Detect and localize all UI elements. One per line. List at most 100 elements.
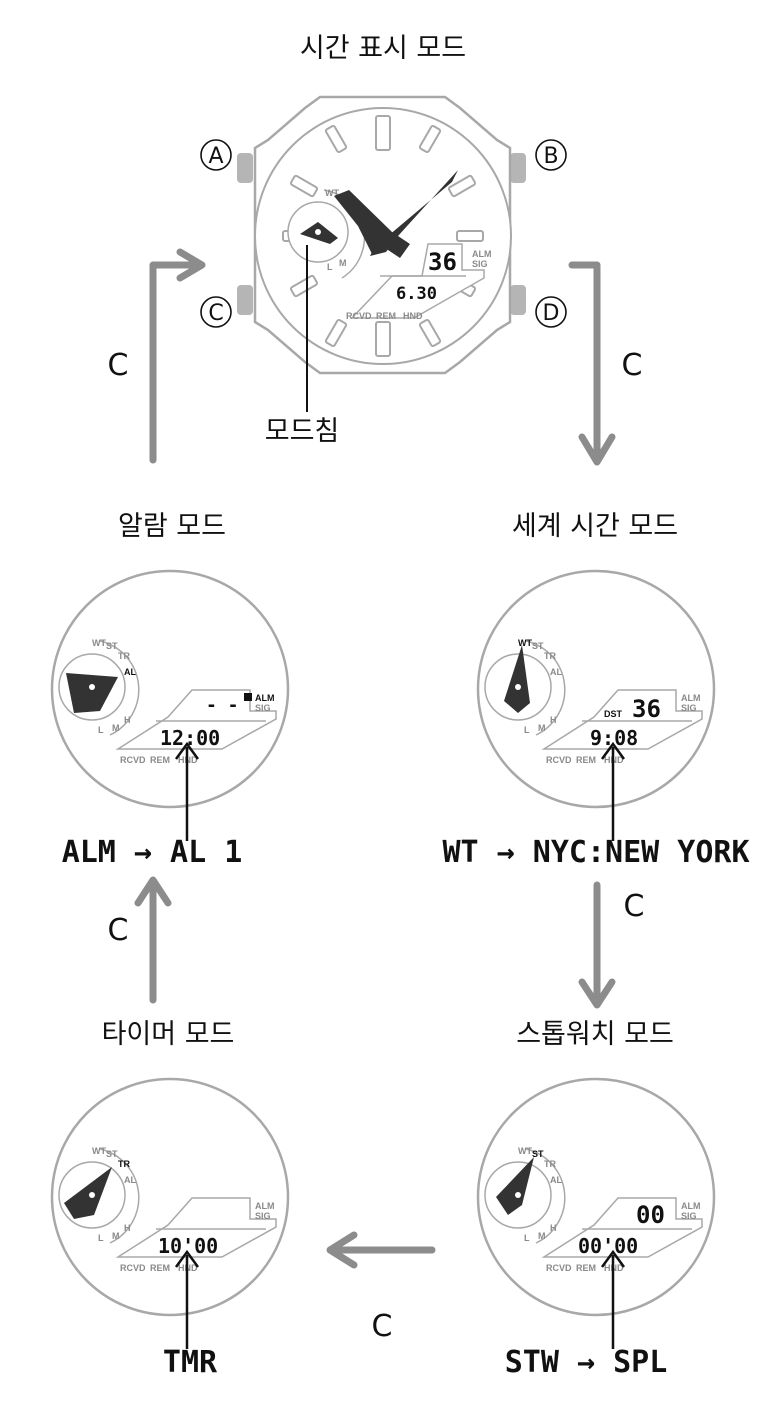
world-lcd-seconds: 36 xyxy=(632,695,661,723)
label-rem: REM xyxy=(376,311,396,321)
world-dial-al: AL xyxy=(550,667,562,677)
world-dial-l: L xyxy=(524,725,530,735)
timer-code: TMR xyxy=(163,1345,218,1380)
world-label-alm: ALM xyxy=(681,693,701,703)
alarm-dial-tr: TR xyxy=(118,651,130,661)
title-timekeeping-mode: 시간 표시 모드 xyxy=(300,33,466,64)
title-stopwatch-mode: 스톱워치 모드 xyxy=(516,1019,674,1050)
stopwatch-dial-st: ST xyxy=(532,1149,544,1159)
label-hnd: HND xyxy=(403,311,423,321)
alarm-indicator xyxy=(244,693,252,701)
c-label-5: C xyxy=(372,1309,393,1344)
stopwatch-label-rcvd: RCVD xyxy=(546,1263,572,1273)
alarm-dial-h: H xyxy=(124,715,131,725)
button-label-b: B xyxy=(543,144,558,169)
world-label-rcvd: RCVD xyxy=(546,755,572,765)
stopwatch-mode-hand xyxy=(496,1157,534,1215)
timer-label-sig: SIG xyxy=(255,1211,271,1221)
timer-label-alm: ALM xyxy=(255,1201,275,1211)
arrow-alarm-to-timekeeping xyxy=(149,261,204,464)
alarm-dial-al: AL xyxy=(124,667,136,677)
alarm-dial-l: L xyxy=(98,725,104,735)
c-label-4: C xyxy=(624,889,645,924)
label-sig: SIG xyxy=(472,259,488,269)
button-label-c: C xyxy=(208,301,223,326)
alarm-mode-hand xyxy=(66,673,118,713)
stopwatch-label-sig: SIG xyxy=(681,1211,697,1221)
flow-arrows xyxy=(134,248,616,1269)
stopwatch-dial-h: H xyxy=(550,1223,557,1233)
main-watch: WT L M 36 6.30 ALM SIG RCVD REM HND xyxy=(237,95,526,375)
stopwatch-dial-al: AL xyxy=(550,1175,562,1185)
timer-dial-h: H xyxy=(124,1223,131,1233)
timer-label-rem: REM xyxy=(150,1263,170,1273)
stopwatch-dial-wt: WT xyxy=(518,1146,532,1156)
timer-label-rcvd: RCVD xyxy=(120,1263,146,1273)
timer-dial-st: ST xyxy=(106,1149,118,1159)
world-label-dst: DST xyxy=(604,709,623,719)
arrow-head-alarm xyxy=(134,876,172,907)
button-label-a: A xyxy=(208,144,223,169)
world-dial-h: H xyxy=(550,715,557,725)
alarm-label-rem: REM xyxy=(150,755,170,765)
stopwatch-dial-tr: TR xyxy=(544,1159,556,1169)
alarm-dial-st: ST xyxy=(106,641,118,651)
timer-dial-wt: WT xyxy=(92,1146,106,1156)
world-label-sig: SIG xyxy=(681,703,697,713)
stopwatch-dial-l: L xyxy=(524,1233,530,1243)
lcd-date: 6.30 xyxy=(396,284,437,304)
timer-mode-hand xyxy=(64,1167,112,1219)
c-label-1: C xyxy=(108,348,129,383)
stopwatch-code: STW → SPL xyxy=(505,1345,668,1380)
lcd-seconds: 36 xyxy=(428,248,457,276)
alarm-lcd-time: 12:00 xyxy=(160,726,220,750)
timer-watch: WT ST TR AL L M H ALM SIG 10'00 RCVD REM… xyxy=(50,1077,290,1349)
world-time-watch: WT ST TR AL L M H ALM SIG DST 36 9:08 RC… xyxy=(476,569,716,841)
alarm-label-rcvd: RCVD xyxy=(120,755,146,765)
alarm-label-sig: SIG xyxy=(255,703,271,713)
stopwatch-lcd-upper: 00 xyxy=(636,1201,665,1229)
stopwatch-dial-m: M xyxy=(538,1231,546,1241)
alarm-dial-m: M xyxy=(112,723,120,733)
button-d-pusher[interactable] xyxy=(510,285,526,315)
button-labels: A B C D xyxy=(200,139,567,328)
c-label-3: C xyxy=(108,913,129,948)
arrow-head-stopwatch xyxy=(578,978,616,1009)
button-b-pusher[interactable] xyxy=(510,153,526,183)
timer-dial-al: AL xyxy=(124,1175,136,1185)
minute-hand xyxy=(370,170,458,256)
alarm-code: ALM → AL 1 xyxy=(62,835,243,870)
world-dial-wt: WT xyxy=(518,638,532,648)
title-world-time-mode: 세계 시간 모드 xyxy=(512,511,678,542)
arrow-head-timer xyxy=(326,1231,358,1269)
alarm-label-alm: ALM xyxy=(255,693,275,703)
timer-dial-l: L xyxy=(98,1233,104,1243)
stopwatch-label-alm: ALM xyxy=(681,1201,701,1211)
button-c-pusher[interactable] xyxy=(237,285,253,315)
dial-label-m: M xyxy=(339,258,347,268)
dial-label-wt: WT xyxy=(325,188,339,198)
world-dial-tr: TR xyxy=(544,651,556,661)
title-alarm-mode: 알람 모드 xyxy=(118,511,226,542)
label-alm: ALM xyxy=(472,249,492,259)
button-label-d: D xyxy=(543,301,560,326)
stopwatch-lcd-time: 00'00 xyxy=(578,1234,638,1258)
stopwatch-label-rem: REM xyxy=(576,1263,596,1273)
world-mode-hand xyxy=(504,645,530,713)
world-time-code: WT → NYC:NEW YORK xyxy=(442,835,749,870)
button-a-pusher[interactable] xyxy=(237,153,253,183)
world-dial-st: ST xyxy=(532,641,544,651)
alarm-lcd-upper: - - xyxy=(206,695,239,716)
arrow-head-world xyxy=(578,433,616,466)
world-dial-m: M xyxy=(538,723,546,733)
arrow-head-timekeeping xyxy=(176,248,206,282)
world-label-rem: REM xyxy=(576,755,596,765)
arrow-timekeeping-to-world xyxy=(568,261,601,459)
c-label-2: C xyxy=(622,348,643,383)
mode-hand-label: 모드침 xyxy=(265,416,340,447)
dial-label-l: L xyxy=(327,262,333,272)
timer-dial-tr: TR xyxy=(118,1159,130,1169)
stopwatch-watch: WT ST TR AL L M H ALM SIG 00 00'00 RCVD … xyxy=(476,1077,716,1349)
alarm-dial-wt: WT xyxy=(92,638,106,648)
